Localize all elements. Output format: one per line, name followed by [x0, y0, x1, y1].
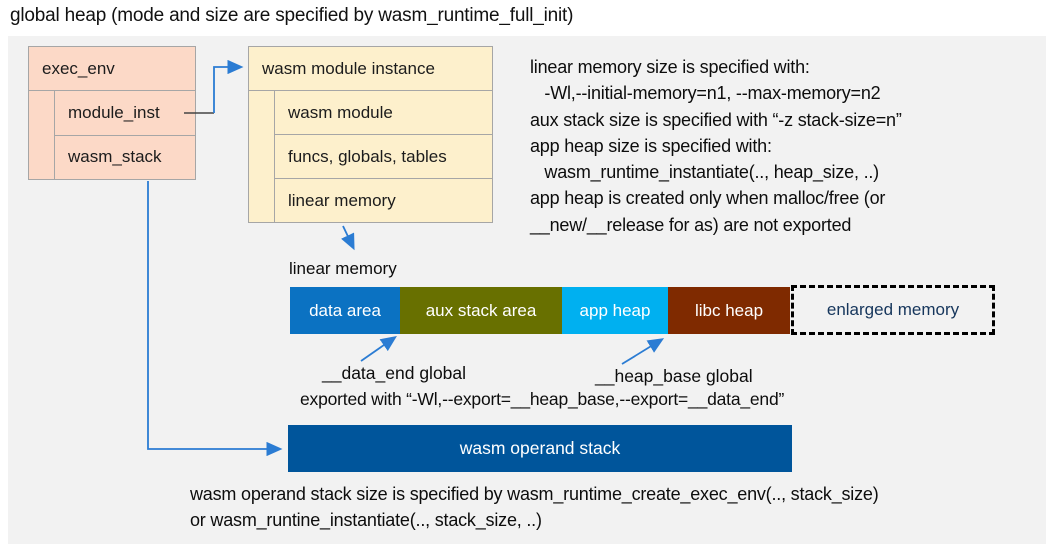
linear-memory-bar: data area aux stack area app heap libc h…: [290, 287, 790, 334]
segment-data-area: data area: [290, 287, 400, 334]
module-instance-title: wasm module instance: [249, 47, 492, 91]
note-line: wasm_runtime_instantiate(.., heap_size, …: [530, 162, 879, 183]
segment-app-heap: app heap: [562, 287, 668, 334]
module-instance-box: wasm module instance wasm module funcs, …: [248, 46, 493, 223]
module-instance-rows: wasm module funcs, globals, tables linea…: [274, 91, 492, 222]
exec-env-box: exec_env module_inst wasm_stack: [28, 46, 196, 180]
exec-env-rows: module_inst wasm_stack: [54, 91, 195, 179]
note-line: __new/__release for as) are not exported: [530, 214, 852, 235]
segment-aux-stack-area: aux stack area: [400, 287, 562, 334]
note-line: app heap size is specified with:: [530, 135, 772, 156]
memory-size-notes: linear memory size is specified with: -W…: [530, 54, 902, 238]
wasm-operand-stack-bar: wasm operand stack: [288, 425, 792, 472]
module-instance-row-wasm-module: wasm module: [275, 91, 492, 135]
module-instance-row-funcs-globals-tables: funcs, globals, tables: [275, 135, 492, 179]
note-line: aux stack size is specified with “-z sta…: [530, 109, 902, 130]
operand-stack-note: wasm operand stack size is specified by …: [190, 481, 879, 533]
note-line: wasm operand stack size is specified by …: [190, 484, 879, 504]
segment-libc-heap: libc heap: [668, 287, 790, 334]
diagram-title: global heap (mode and size are specified…: [10, 5, 574, 26]
exported-with-label: exported with “-Wl,--export=__heap_base,…: [300, 389, 785, 409]
exec-env-row-wasm-stack: wasm_stack: [68, 147, 162, 167]
heap-base-global-label: __heap_base global: [595, 366, 753, 386]
note-line: app heap is created only when malloc/fre…: [530, 188, 886, 209]
exec-env-row-module-inst: module_inst: [55, 91, 195, 136]
note-line: linear memory size is specified with:: [530, 57, 810, 77]
module-instance-row-linear-memory: linear memory: [288, 190, 396, 210]
data-end-global-label: __data_end global: [322, 363, 467, 383]
exec-env-title: exec_env: [29, 47, 195, 91]
note-line: -Wl,--initial-memory=n1, --max-memory=n2: [530, 83, 881, 104]
segment-enlarged-memory: enlarged memory: [791, 285, 995, 335]
note-line: or wasm_runtine_instantiate(.., stack_si…: [190, 510, 542, 530]
linear-memory-label: linear memory: [289, 259, 397, 278]
